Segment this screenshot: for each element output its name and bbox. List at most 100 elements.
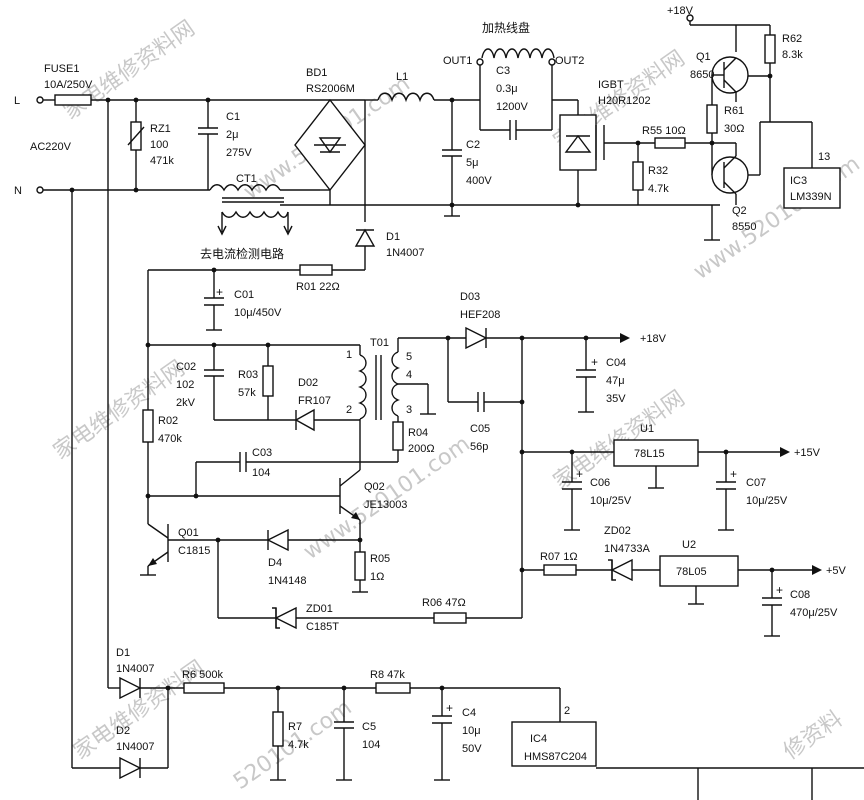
d03-diode — [465, 326, 488, 350]
r07-resistor — [543, 564, 577, 576]
c2-value-1: 5μ — [466, 157, 478, 169]
terminal-L — [36, 96, 44, 104]
rz1-value-1: 100 — [150, 139, 168, 151]
ic3-chip — [783, 167, 841, 209]
c3-name: C3 — [496, 65, 510, 77]
d02-diode — [294, 408, 315, 432]
c04-plus: + — [591, 355, 598, 369]
r04-value: 200Ω — [408, 443, 435, 455]
d4-diode — [266, 528, 289, 552]
c3-value-1: 0.3μ — [496, 83, 518, 95]
t01-pin3: 3 — [406, 404, 412, 416]
c05-value: 56p — [470, 441, 488, 453]
c04-value-2: 35V — [606, 393, 626, 405]
c2-value-2: 400V — [466, 175, 492, 187]
c03-value: 104 — [252, 467, 270, 479]
r62-value: 8.3k — [782, 49, 803, 61]
r03-name: R03 — [238, 369, 258, 381]
ic3-pin13: 13 — [818, 151, 830, 163]
watermark: 家电维修资料网 — [49, 356, 190, 465]
u2-title: U2 — [682, 539, 696, 551]
r8-label: R8 47k — [370, 669, 405, 681]
c5-value: 104 — [362, 739, 380, 751]
label-ac: AC220V — [30, 141, 72, 153]
r8-resistor — [375, 682, 411, 694]
r61-resistor — [706, 104, 718, 134]
c06-value: 10μ/25V — [590, 495, 632, 507]
r01-label: R01 22Ω — [296, 281, 340, 293]
d1-value: 1N4007 — [386, 247, 425, 259]
r61-value: 30Ω — [724, 123, 744, 135]
ic4-chip — [511, 721, 597, 767]
rz1-name: RZ1 — [150, 123, 171, 135]
t01-pin1: 1 — [346, 349, 352, 361]
terminal-N — [36, 186, 44, 194]
r6-resistor — [183, 682, 225, 694]
out2-label: OUT2 — [555, 55, 584, 67]
zd01-name: ZD01 — [306, 603, 333, 615]
zd02-name: ZD02 — [604, 525, 631, 537]
u2-value: 78L05 — [676, 566, 707, 578]
c07-value: 10μ/25V — [746, 495, 788, 507]
ic4-value: HMS87C204 — [524, 751, 587, 763]
t01-secondary — [391, 351, 400, 417]
r05-value: 1Ω — [370, 571, 384, 583]
ct1-label: CT1 — [236, 173, 257, 185]
r62-name: R62 — [782, 33, 802, 45]
d1-name: D1 — [386, 231, 400, 243]
c4-name: C4 — [462, 707, 476, 719]
r62-resistor — [764, 34, 776, 64]
label-L: L — [14, 95, 20, 107]
q01-value: C1815 — [178, 545, 210, 557]
c4-value-2: 50V — [462, 743, 482, 755]
q2-name: Q2 — [732, 205, 747, 217]
l1-label: L1 — [396, 71, 408, 83]
zd01-value: C185T — [306, 621, 339, 633]
r55-label: R55 10Ω — [642, 125, 686, 137]
u2-regulator — [659, 555, 739, 587]
d2-name: D2 — [116, 725, 130, 737]
t01-pin4: 4 — [406, 369, 412, 381]
c08-value: 470μ/25V — [790, 607, 838, 619]
zd02-zener — [610, 558, 633, 582]
d02-value: FR107 — [298, 395, 331, 407]
c08-name: C08 — [790, 589, 810, 601]
ic3-value: LM339N — [790, 191, 832, 203]
q01-name: Q01 — [178, 527, 199, 539]
d1-diode — [354, 228, 376, 247]
bd1-value: RS2006M — [306, 83, 355, 95]
plus5-out: +5V — [826, 565, 847, 577]
r03-value: 57k — [238, 387, 256, 399]
r03-resistor — [262, 365, 274, 397]
r02-name: R02 — [158, 415, 178, 427]
d4-value: 1N4148 — [268, 575, 307, 587]
c06-name: C06 — [590, 477, 610, 489]
l1-inductor — [377, 92, 435, 103]
c3-value-2: 1200V — [496, 101, 528, 113]
c02-name: C02 — [176, 361, 196, 373]
c1-value-1: 2μ — [226, 129, 238, 141]
r02-resistor — [142, 409, 154, 443]
c04-name: C04 — [606, 357, 626, 369]
fuse-name: FUSE1 — [44, 63, 79, 75]
d1b-name: D1 — [116, 647, 130, 659]
c03-name: C03 — [252, 447, 272, 459]
igbt-value: H20R1202 — [598, 95, 651, 107]
ic3-name: IC3 — [790, 175, 807, 187]
zd02-value: 1N4733A — [604, 543, 651, 555]
ic4-pin2: 2 — [564, 705, 570, 717]
d02-name: D02 — [298, 377, 318, 389]
coil-label: 加热线盘 — [482, 20, 530, 35]
c01-plus: + — [216, 285, 223, 299]
ct-note: 去电流检测电路 — [200, 246, 284, 261]
watermark: 家电维修资料网 — [59, 16, 200, 125]
t01-pin2: 2 — [346, 404, 352, 416]
c06-plus: + — [576, 467, 583, 481]
plus18-top: +18V — [667, 5, 694, 17]
r07-label: R07 1Ω — [540, 551, 578, 563]
r04-resistor — [392, 421, 404, 451]
c08-plus: + — [776, 583, 783, 597]
q1-name: Q1 — [696, 51, 711, 63]
rz1-value-2: 471k — [150, 155, 174, 167]
t01-label: T01 — [370, 337, 389, 349]
